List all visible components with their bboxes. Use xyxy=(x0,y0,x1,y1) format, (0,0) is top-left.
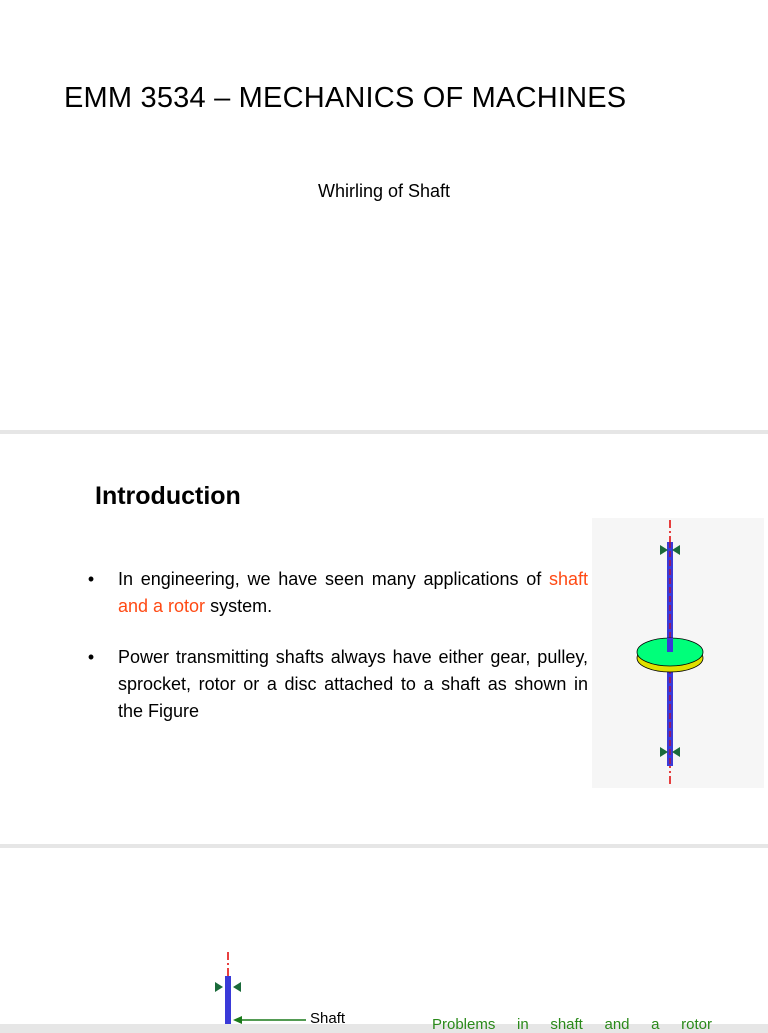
shaft-rotor-illustration xyxy=(636,520,704,786)
bullet-text: Power transmitting shafts always have ei… xyxy=(118,647,588,721)
bullet-item: • Power transmitting shafts always have … xyxy=(84,644,588,725)
problem-text: Problems in shaft and a rotor xyxy=(432,1016,712,1033)
highlight-text: shaft and a rotor xyxy=(118,569,588,616)
shaft-through-disc xyxy=(667,638,673,652)
shaft-label: Shaft xyxy=(310,1010,346,1027)
bullet-text: system. xyxy=(205,596,273,616)
slide-problems: Shaft Problems in shaft and a rotor xyxy=(0,848,768,1033)
page-subtitle: Whirling of Shaft xyxy=(317,181,451,201)
slide-introduction: Introduction • In engineering, we have s… xyxy=(0,434,768,844)
bearing-left xyxy=(215,982,223,992)
bearing-top-right xyxy=(672,545,680,555)
label-arrowhead xyxy=(233,1016,242,1024)
bearing-bottom-right xyxy=(672,747,680,757)
bullet-glyph: • xyxy=(87,569,95,589)
slide-title: EMM 3534 – MECHANICS OF MACHINES Whirlin… xyxy=(0,0,768,430)
shaft-rotor-figure xyxy=(592,518,764,788)
shaft-body xyxy=(225,976,231,1024)
section-heading: Introduction xyxy=(95,482,241,510)
shaft-diagram xyxy=(215,952,306,1024)
bullet-list: • In engineering, we have seen many appl… xyxy=(84,566,588,749)
bullet-item: • In engineering, we have seen many appl… xyxy=(84,566,588,620)
bullet-glyph: • xyxy=(87,647,95,667)
page-title: EMM 3534 – MECHANICS OF MACHINES xyxy=(64,82,627,114)
bearing-right xyxy=(233,982,241,992)
bearing-top-left xyxy=(660,545,668,555)
bullet-text: In engineering, we have seen many applic… xyxy=(118,569,549,589)
bearing-bottom-left xyxy=(660,747,668,757)
